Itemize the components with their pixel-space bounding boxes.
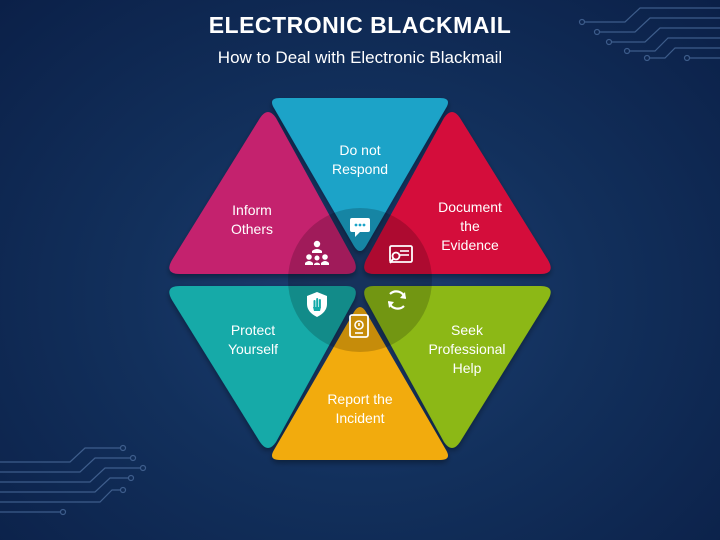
segment-inform-others-shape	[169, 112, 356, 274]
refresh-arrows-icon	[387, 290, 407, 310]
segment-report-incident: Report the Incident	[272, 307, 448, 460]
segment-document-evidence-label-line-3: Evidence	[441, 237, 499, 253]
segment-seek-professional-help-label-line-2: Professional	[428, 341, 505, 357]
segment-seek-professional-help-label-line-1: Seek	[451, 322, 484, 338]
segment-protect-yourself: Protect Yourself	[169, 286, 356, 448]
segment-inform-others-label-line-2: Others	[231, 221, 273, 237]
segment-seek-professional-help-label-line-3: Help	[453, 360, 482, 376]
segment-protect-yourself-label-line-2: Yourself	[228, 341, 278, 357]
page-title: ELECTRONIC BLACKMAIL	[208, 12, 512, 38]
group-people-icon	[305, 240, 329, 265]
segment-inform-others-label-line-1: Inform	[232, 202, 272, 218]
segment-inform-others: Inform Others	[169, 112, 356, 274]
segment-report-incident-label-line-1: Report the	[327, 391, 393, 407]
circuit-decoration-bottom-left	[0, 444, 147, 516]
report-file-icon	[349, 314, 369, 338]
page-subtitle: How to Deal with Electronic Blackmail	[217, 48, 503, 67]
segment-do-not-respond-shape	[272, 98, 448, 251]
segment-protect-yourself-label-line-1: Protect	[231, 322, 275, 338]
segment-do-not-respond-label-line-2: Respond	[332, 161, 388, 177]
circuit-decoration-top-right	[578, 7, 720, 62]
segment-protect-yourself-shape	[169, 286, 356, 448]
segment-document-evidence-label-line-1: Document	[438, 199, 502, 215]
segment-report-incident-label-line-2: Incident	[335, 410, 384, 426]
segment-document-evidence-label-line-2: the	[460, 218, 480, 234]
segment-seek-professional-help-shape	[364, 286, 551, 448]
segment-do-not-respond-label-line-1: Do not	[339, 142, 380, 158]
center-ring	[288, 208, 432, 352]
segment-document-evidence-shape	[364, 112, 551, 274]
segment-document-evidence: Document the Evidence	[364, 112, 551, 274]
segment-seek-professional-help: Seek Professional Help	[364, 286, 551, 448]
chat-bubble-icon	[350, 218, 370, 237]
shield-hand-icon	[307, 292, 327, 317]
segment-report-incident-shape	[272, 307, 448, 460]
document-search-icon	[389, 245, 413, 264]
segment-do-not-respond: Do not Respond	[272, 98, 448, 251]
